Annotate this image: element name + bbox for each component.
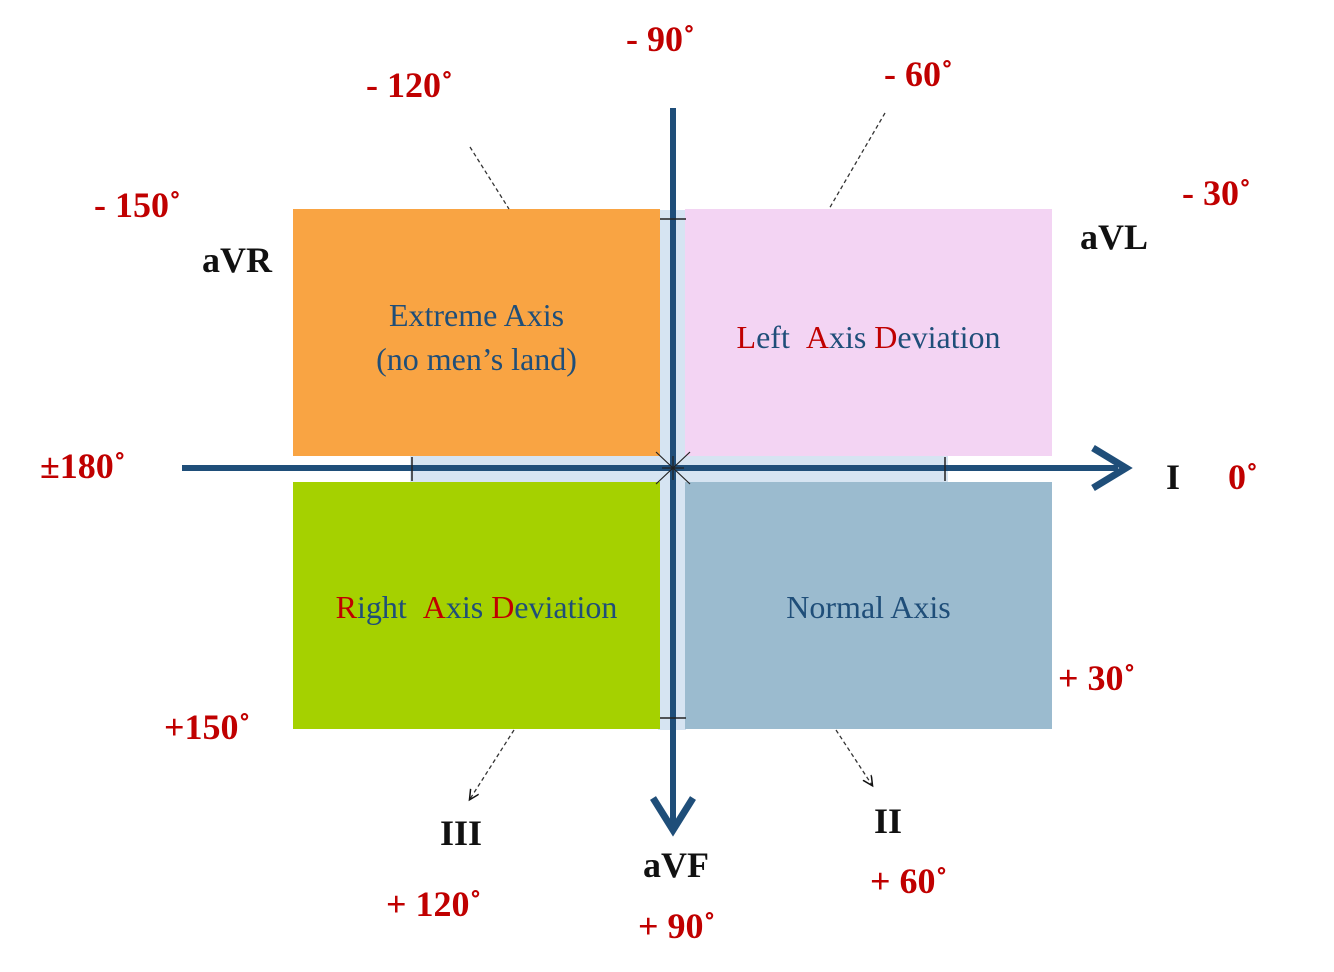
right-a: A	[422, 589, 446, 625]
left-eft: eft	[756, 319, 790, 355]
extreme-axis-line1: Extreme Axis	[388, 297, 565, 333]
angle-plus-90: + 90˚	[638, 906, 716, 946]
right-xis: xis	[445, 589, 484, 625]
right-d: D	[491, 589, 515, 625]
lead-avr-label: aVR	[202, 240, 272, 280]
left-xis: xis	[828, 319, 867, 355]
left-axis-deviation-quadrant: Left Axis Deviation	[685, 209, 1052, 456]
right-ight: ight	[356, 589, 407, 625]
left-d: D	[874, 319, 898, 355]
angle-minus-150: - 150˚	[94, 185, 181, 225]
avf-arrowhead	[650, 796, 696, 837]
normal-axis-label: Normal Axis	[786, 589, 951, 625]
lead-avf-label: aVF	[643, 845, 709, 885]
lead-iii-label: III	[440, 813, 483, 853]
extreme-axis-quadrant: Extreme Axis (no men’s land)	[293, 209, 660, 456]
lead-avl-label: aVL	[1080, 217, 1149, 257]
lead-ii-dashed-line	[835, 729, 872, 785]
left-a: A	[805, 319, 829, 355]
avl-dashed-line	[828, 112, 886, 210]
angle-plus-minus-180: ±180˚	[40, 446, 126, 486]
left-axis-deviation-label: Left Axis Deviation	[685, 315, 1052, 359]
left-eviation: eviation	[897, 319, 1001, 355]
angle-minus-60: - 60˚	[884, 54, 953, 94]
right-r: R	[335, 589, 357, 625]
lead-iii-dashed-line	[470, 729, 515, 799]
angle-minus-90: - 90˚	[626, 19, 695, 59]
center-star	[655, 451, 691, 485]
lead-i-label: I	[1166, 457, 1181, 497]
left-l: L	[736, 319, 757, 355]
angle-minus-120: - 120˚	[366, 65, 453, 105]
right-eviation: eviation	[514, 589, 618, 625]
lead-i-arrowhead	[1091, 445, 1133, 491]
angle-minus-30: - 30˚	[1182, 173, 1251, 213]
right-axis-deviation-quadrant: Right Axis Deviation	[293, 482, 660, 729]
right-axis-deviation-label: Right Axis Deviation	[293, 585, 660, 629]
angle-zero: 0˚	[1228, 457, 1258, 497]
angle-plus-60: + 60˚	[870, 861, 948, 901]
angle-plus-120: + 120˚	[386, 884, 482, 924]
angle-plus-150: +150˚	[164, 707, 251, 747]
normal-axis-quadrant: Normal Axis	[685, 482, 1052, 729]
avr-dashed-line	[469, 146, 510, 210]
angle-plus-30: + 30˚	[1058, 658, 1136, 698]
lead-ii-label: II	[874, 801, 903, 841]
extreme-axis-line2: (no men’s land)	[376, 341, 577, 377]
